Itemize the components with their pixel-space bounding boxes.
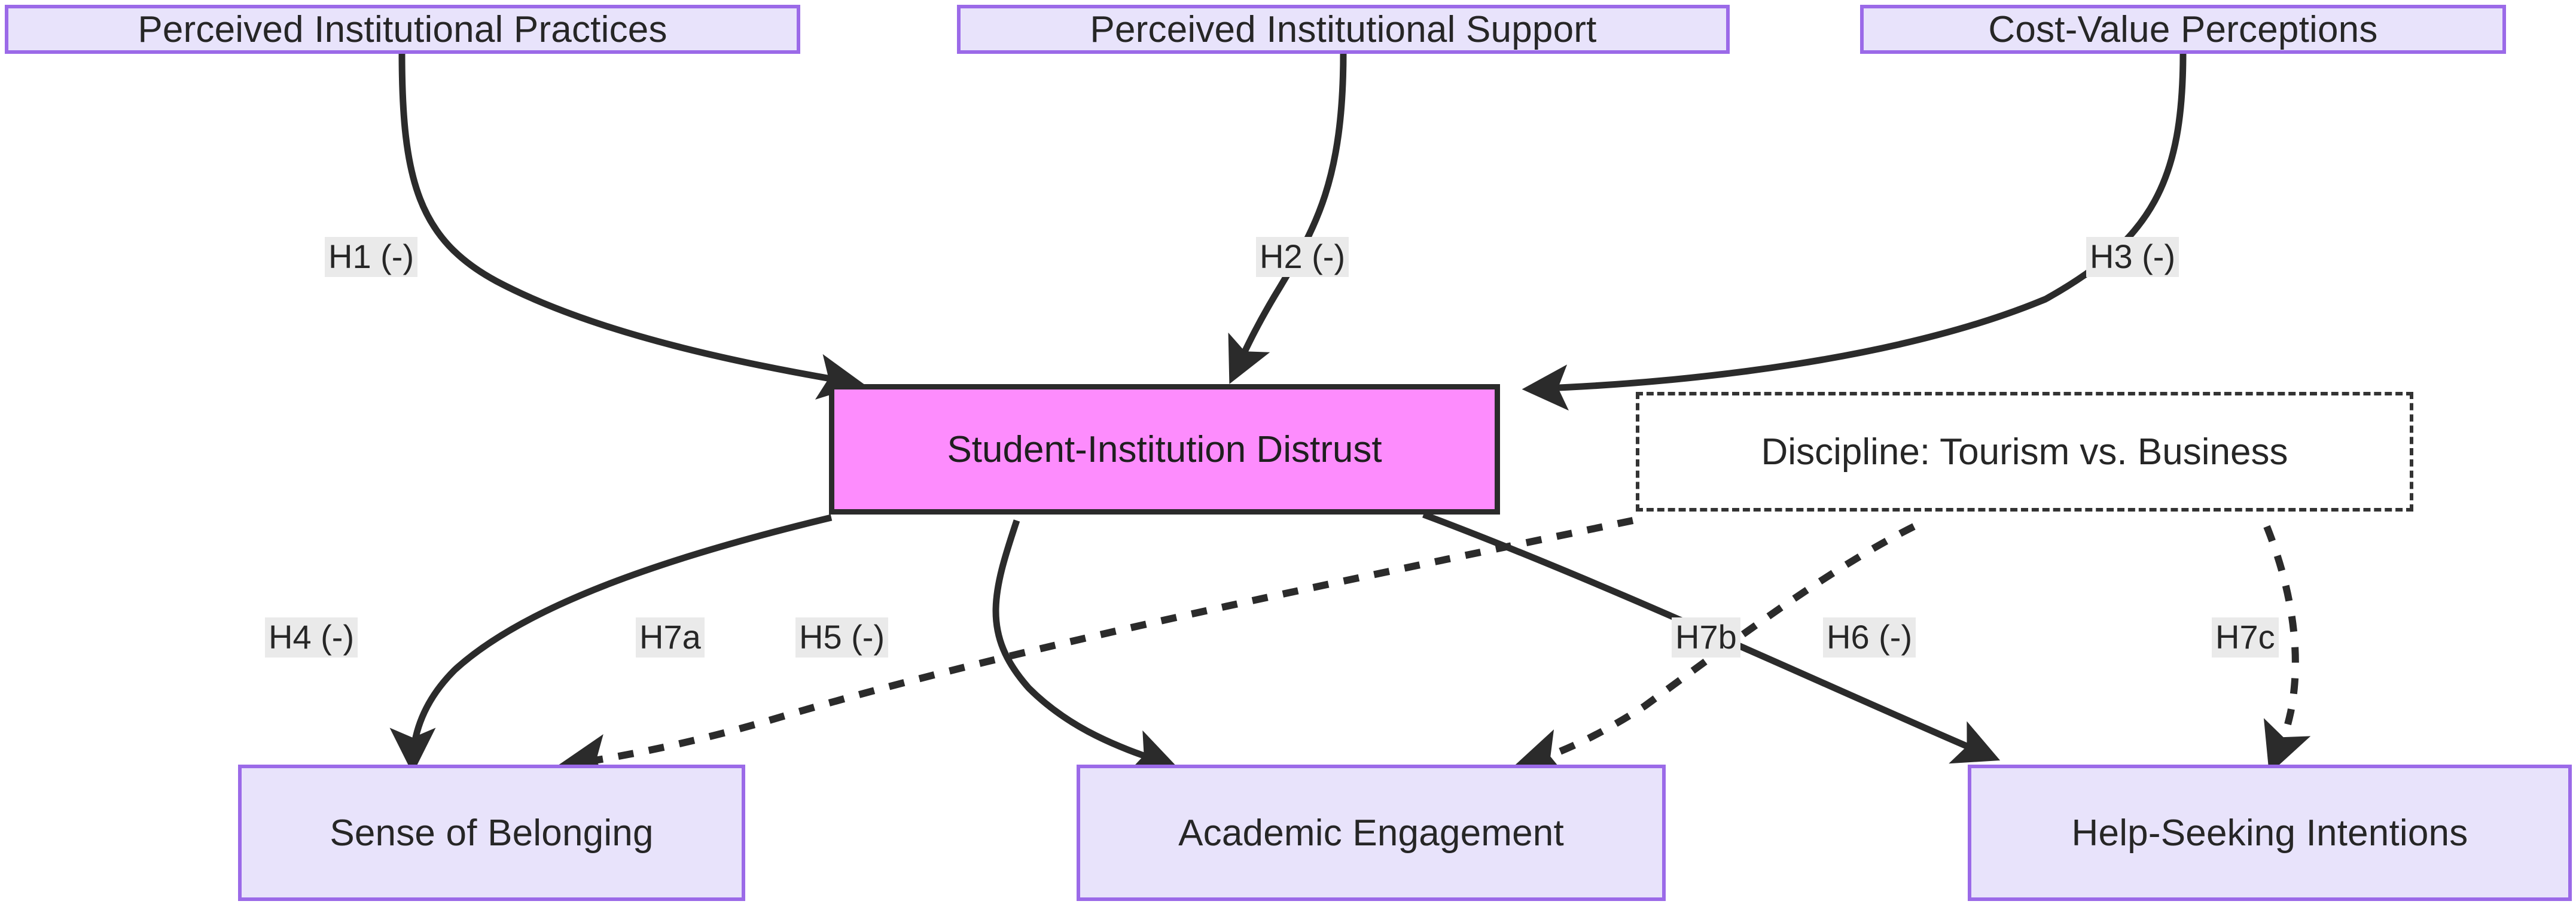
edge-label-h5: H5 (-) xyxy=(795,617,889,658)
node-label: Perceived Institutional Support xyxy=(1090,8,1597,50)
edge-label-h1: H1 (-) xyxy=(325,237,418,277)
edge-h3 xyxy=(1522,52,2187,411)
node-label: Cost-Value Perceptions xyxy=(1988,8,2378,50)
edge-h7a xyxy=(557,517,1634,784)
node-label: Student-Institution Distrust xyxy=(947,428,1382,470)
node-sense-of-belonging[interactable]: Sense of Belonging xyxy=(238,765,745,901)
edge-label-h4: H4 (-) xyxy=(265,617,358,658)
node-cost-value-perceptions[interactable]: Cost-Value Perceptions xyxy=(1860,5,2506,54)
node-help-seeking-intentions[interactable]: Help-Seeking Intentions xyxy=(1968,765,2572,901)
node-student-institution-distrust[interactable]: Student-Institution Distrust xyxy=(829,384,1500,515)
edge-label-h7a: H7a xyxy=(636,617,705,658)
edge-label-h3: H3 (-) xyxy=(2086,237,2179,277)
edge-label-h6: H6 (-) xyxy=(1823,617,1916,658)
edge-label-h7b: H7b xyxy=(1672,617,1740,658)
node-label: Sense of Belonging xyxy=(330,812,654,854)
node-perceived-institutional-support[interactable]: Perceived Institutional Support xyxy=(957,5,1730,54)
node-discipline-moderator[interactable]: Discipline: Tourism vs. Business xyxy=(1636,392,2413,512)
node-label: Help-Seeking Intentions xyxy=(2071,812,2468,854)
edge-label-h2: H2 (-) xyxy=(1256,237,1349,277)
node-perceived-institutional-practices[interactable]: Perceived Institutional Practices xyxy=(5,5,800,54)
edge-h5 xyxy=(992,519,1178,774)
node-label: Discipline: Tourism vs. Business xyxy=(1761,431,2288,473)
edge-h1 xyxy=(398,52,865,400)
edge-h2 xyxy=(1228,52,1347,384)
edge-h4 xyxy=(389,514,833,774)
node-label: Perceived Institutional Practices xyxy=(138,8,667,50)
edge-label-h7c: H7c xyxy=(2212,617,2279,658)
node-academic-engagement[interactable]: Academic Engagement xyxy=(1077,765,1666,901)
node-label: Academic Engagement xyxy=(1178,812,1564,854)
